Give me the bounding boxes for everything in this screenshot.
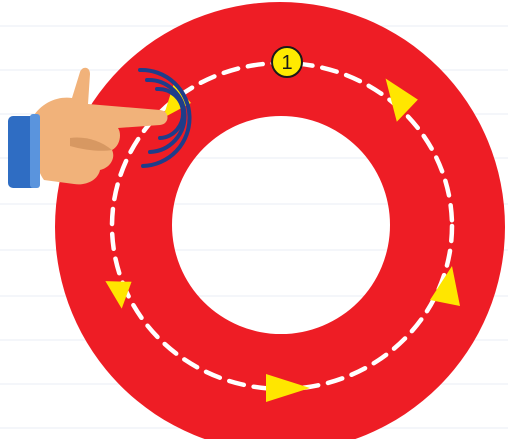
start-badge: 1 <box>272 47 302 77</box>
start-badge-label: 1 <box>281 52 292 74</box>
hand-cuff <box>30 114 40 188</box>
